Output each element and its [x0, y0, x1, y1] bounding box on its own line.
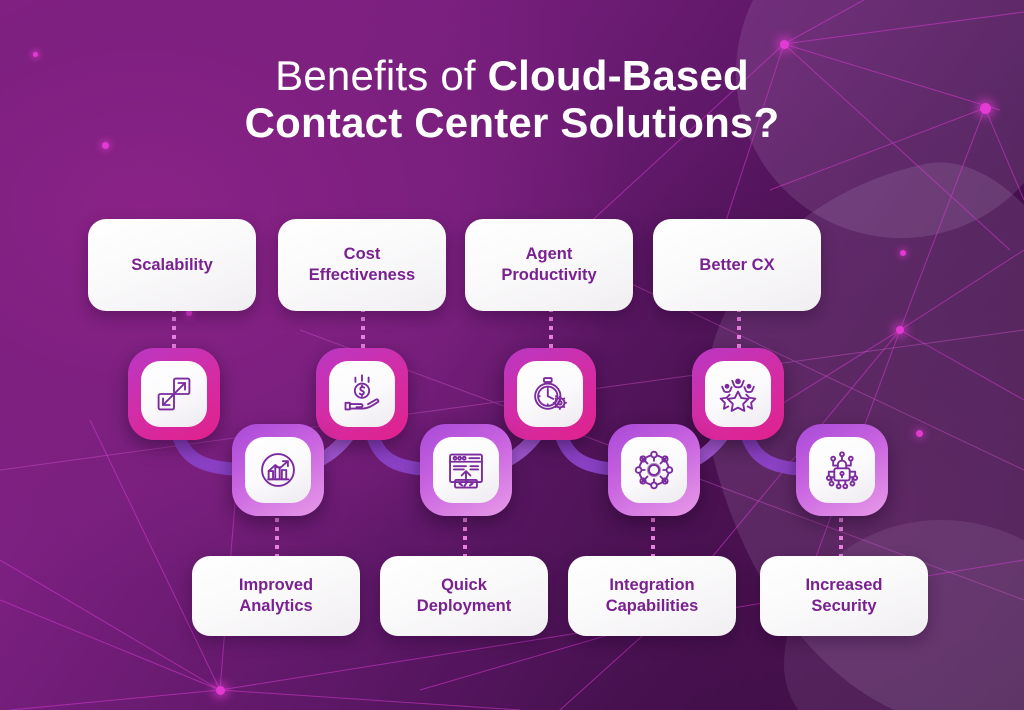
- benefit-card-label-line2: Effectiveness: [308, 266, 416, 284]
- benefit-card-label-line1: Quick: [441, 576, 487, 595]
- tile-inner-surface: [621, 437, 687, 503]
- dotted-connector: [275, 518, 279, 558]
- growth-chart-icon: [261, 453, 295, 487]
- benefit-card-scalability[interactable]: Scalability: [88, 219, 256, 311]
- title-line-1: Benefits of Cloud-Based: [0, 52, 1024, 99]
- dotted-connector: [361, 308, 365, 350]
- benefit-card-label-line1: Improved: [238, 576, 314, 595]
- tile-inner-surface: [705, 361, 771, 427]
- title-line-2: Contact Center Solutions?: [244, 99, 780, 147]
- dotted-connector: [463, 518, 467, 558]
- gear-network-icon: [634, 450, 674, 490]
- benefit-card-label-line1: Integration: [609, 576, 695, 595]
- benefit-card-label: Better CX: [699, 255, 775, 274]
- benefit-card-label: Integration Capabilities: [606, 575, 699, 616]
- page-title: Benefits of Cloud-Based Contact Center S…: [0, 52, 1024, 146]
- lock-circuit-icon: [825, 451, 859, 490]
- tile-inner-surface: [141, 361, 207, 427]
- benefit-card-label-line1: Increased: [805, 576, 883, 595]
- benefit-card-integration-capabilities[interactable]: Integration Capabilities: [568, 556, 736, 636]
- benefit-card-better-cx[interactable]: Better CX: [653, 219, 821, 311]
- benefit-card-agent-productivity[interactable]: Agent Productivity: [465, 219, 633, 311]
- browser-code-upload-icon: [449, 453, 483, 489]
- dotted-connector: [737, 308, 741, 350]
- hand-money-icon: [344, 374, 380, 411]
- benefit-card-label-line1: Agent: [525, 245, 573, 264]
- benefit-icon-tile-increased-security[interactable]: [796, 424, 888, 516]
- stopwatch-gear-icon: [534, 377, 567, 410]
- tile-inner-surface: [245, 437, 311, 503]
- benefit-card-label: Cost Effectiveness: [309, 244, 415, 285]
- glow-node: [916, 430, 923, 437]
- benefit-card-cost-effectiveness[interactable]: Cost Effectiveness: [278, 219, 446, 311]
- benefit-card-label: Increased Security: [805, 575, 882, 616]
- glow-node: [780, 40, 789, 49]
- benefit-icon-tile-cost-effectiveness[interactable]: [316, 348, 408, 440]
- benefit-card-label-line2: Analytics: [239, 597, 313, 615]
- benefit-card-label: Scalability: [131, 255, 213, 274]
- benefit-icon-tile-integration-capabilities[interactable]: [608, 424, 700, 516]
- tile-inner-surface: [433, 437, 499, 503]
- scale-arrow-icon: [157, 377, 191, 411]
- title-light-part: Benefits of: [275, 52, 488, 99]
- benefit-card-label-line2: Security: [811, 597, 877, 615]
- benefit-card-label-line2: Productivity: [501, 266, 597, 284]
- dotted-connector: [172, 308, 176, 350]
- benefit-card-label: Agent Productivity: [501, 244, 596, 285]
- benefit-icon-tile-better-cx[interactable]: [692, 348, 784, 440]
- dotted-connector: [839, 518, 843, 558]
- benefit-card-label-line2: Deployment: [416, 597, 512, 615]
- benefit-icon-tile-agent-productivity[interactable]: [504, 348, 596, 440]
- tile-inner-surface: [517, 361, 583, 427]
- people-stars-icon: [719, 378, 757, 412]
- benefit-icon-tile-scalability[interactable]: [128, 348, 220, 440]
- benefit-card-label-line2: Capabilities: [605, 597, 699, 615]
- dotted-connector: [651, 518, 655, 558]
- tile-inner-surface: [809, 437, 875, 503]
- benefit-card-label: Improved Analytics: [239, 575, 313, 616]
- glow-node: [216, 686, 225, 695]
- benefit-icon-tile-improved-analytics[interactable]: [232, 424, 324, 516]
- benefit-icon-tile-quick-deployment[interactable]: [420, 424, 512, 516]
- glow-node: [900, 250, 906, 256]
- dotted-connector: [549, 308, 553, 350]
- benefit-card-improved-analytics[interactable]: Improved Analytics: [192, 556, 360, 636]
- benefit-card-increased-security[interactable]: Increased Security: [760, 556, 928, 636]
- benefit-card-quick-deployment[interactable]: Quick Deployment: [380, 556, 548, 636]
- benefit-card-label-line1: Cost: [343, 245, 381, 264]
- glow-node: [896, 326, 904, 334]
- benefit-card-label: Quick Deployment: [417, 575, 511, 616]
- title-bold-part: Cloud-Based: [487, 52, 749, 99]
- tile-inner-surface: [329, 361, 395, 427]
